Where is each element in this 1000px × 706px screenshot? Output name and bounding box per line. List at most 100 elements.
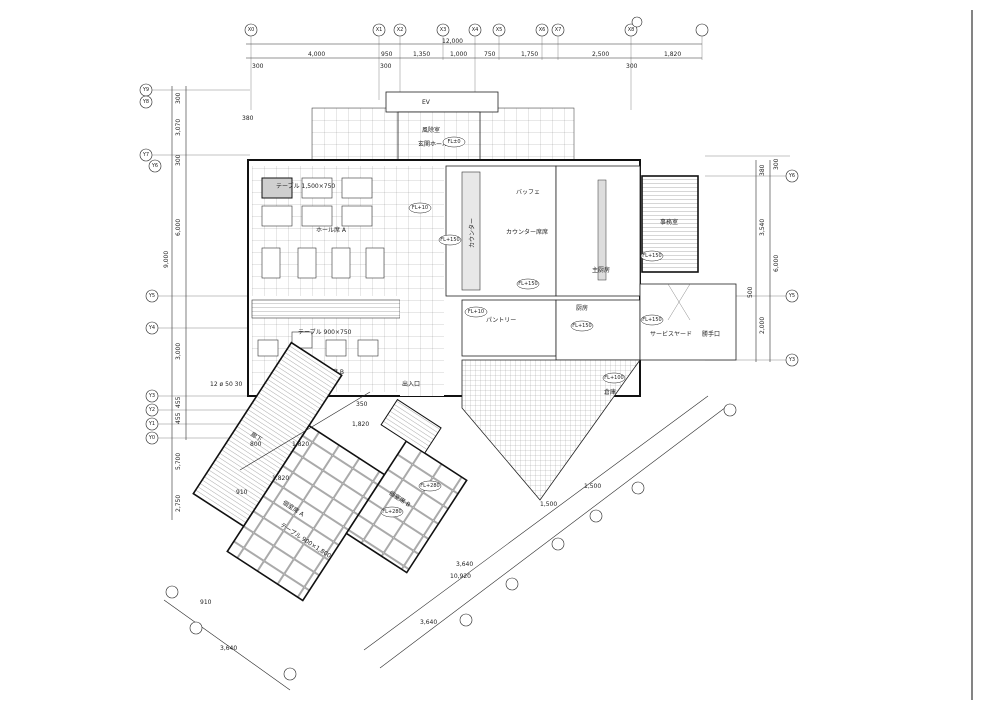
dim-left-small-2: 455: [175, 396, 182, 408]
hall-a-tables: [261, 177, 385, 279]
left-grid-axes: Y9 Y8 Y7 Y6 Y5 Y4 Y3 Y2 Y1 Y0: [139, 83, 162, 445]
level-tag: FL+150: [640, 314, 664, 326]
level-tag: FL+150: [516, 278, 540, 290]
dim-diag-6: 10,920: [450, 573, 471, 580]
grid-bubble-label: Y8: [142, 99, 149, 105]
grid-bubble-label: Y3: [788, 357, 795, 363]
dim-top-small-0: 300: [252, 63, 264, 70]
dim-left-small-1: 300: [175, 154, 182, 166]
private-room-b: [345, 440, 468, 574]
grid-bubble-label: Y6: [788, 173, 795, 179]
diagonal-dimensions: 1,820 1,820 1,820 1,500 1,500 3,640 10,9…: [163, 391, 737, 691]
wc-core-floor: [461, 359, 641, 501]
dim-left-small-3: 455: [175, 412, 182, 424]
dim-right-1: 6,000: [773, 255, 780, 272]
grid-bubble-label: X6: [539, 27, 546, 33]
counter-bar: [461, 171, 481, 291]
grid-bubble-label: X2: [397, 27, 404, 33]
grid-bubble-y8: Y8: [139, 95, 153, 109]
dim-diag-2: 1,820: [352, 421, 369, 428]
grid-bubble-x1: X1: [372, 23, 386, 37]
kitchen-room: [555, 299, 641, 361]
label-mark-0: 12 ø 50 30: [210, 381, 242, 388]
grid-bubble-label: X3: [440, 27, 447, 33]
dim-diag-7: 3,640: [420, 619, 437, 626]
dim-right-small-1: 300: [773, 158, 780, 170]
grid-bubble-label: X4: [472, 27, 479, 33]
grid-bubble-x2: X2: [393, 23, 407, 37]
level-tag-text: FL+280: [420, 483, 439, 489]
grid-bubble-x8b: [631, 16, 643, 28]
grid-bubble-x0: X0: [244, 23, 258, 37]
label-main-kitchen: 主厨房: [592, 266, 610, 274]
dim-right-2: 2,000: [759, 317, 766, 334]
dim-left-0: 3,070: [175, 119, 182, 136]
grid-bubble-x3: X3: [436, 23, 450, 37]
dim-top-1: 950: [381, 51, 393, 58]
dim-diag-10: 910: [236, 489, 248, 496]
label-office: 事務室: [660, 218, 678, 226]
grid-bubble-y5: Y5: [145, 289, 159, 303]
dim-left-overall: 9,000: [163, 251, 170, 268]
grid-bubble-x4: X4: [468, 23, 482, 37]
entrance-vestibule: [397, 111, 481, 161]
label-staff-door: 勝手口: [702, 330, 720, 338]
label-storage: 倉庫: [604, 388, 616, 396]
hall-b-tables: [257, 331, 379, 357]
dim-top-4: 750: [484, 51, 496, 58]
level-tag: FL+10: [408, 202, 432, 214]
level-tag: FL+10: [464, 306, 488, 318]
label-table-hall-a: テーブル 1,500×750: [276, 182, 335, 190]
dim-top-small-1: 300: [380, 63, 392, 70]
dim-top-3: 1,000: [450, 51, 467, 58]
grid-bubble-label: Y0: [148, 435, 155, 441]
grid-bubble-x7: X7: [551, 23, 565, 37]
grid-bubble-label: X8: [628, 27, 635, 33]
dim-diag-9: 910: [200, 599, 212, 606]
grid-bubble-y9: Y9: [139, 83, 153, 97]
wing-stair: [380, 398, 442, 454]
label-entrance-hall: 玄関ホール: [418, 140, 448, 148]
level-tag: FL±0: [442, 136, 466, 148]
label-hall-a: ホール席 A: [316, 226, 347, 234]
grid-bubble-x-end: [695, 23, 709, 37]
label-buffet: バッフェ: [516, 189, 540, 196]
dim-left-1: 6,000: [175, 219, 182, 236]
label-mark-1: EV: [422, 99, 431, 106]
level-tag-text: FL+10: [412, 205, 428, 211]
dim-top-7: 1,820: [664, 51, 681, 58]
dim-top-2: 1,350: [413, 51, 430, 58]
label-counter: カウンター: [468, 218, 476, 248]
grid-bubble-diag-7: [165, 585, 179, 599]
grid-bubble-diag-3: [551, 537, 565, 551]
dim-right-small-2: 500: [747, 286, 754, 298]
label-entrance: 風除室: [422, 126, 440, 134]
grid-bubble-y7: Y7: [139, 148, 153, 162]
dim-diag-0: 1,820: [292, 441, 309, 448]
level-tag-text: FL+150: [518, 281, 537, 287]
level-tag-text: FL+150: [642, 253, 661, 259]
level-tag-text: FL+280: [382, 509, 401, 515]
rotated-wing: 廊下 個室席 A テーブル 900×1,800 個室席 B: [192, 341, 468, 602]
grid-bubble-diag-9: [283, 667, 297, 681]
grid-bubble-label: Y4: [148, 325, 155, 331]
level-tag-text: FL+100: [604, 375, 623, 381]
dim-left-4: 2,750: [175, 495, 182, 512]
hall-b-bench: [251, 299, 401, 319]
dim-left-small-0: 300: [175, 92, 182, 104]
dim-diag-12: 350: [356, 401, 368, 408]
grid-bubble-y0: Y0: [145, 431, 159, 445]
grid-bubble-right-y6: Y6: [785, 169, 799, 183]
grid-bubble-y1: Y1: [145, 417, 159, 431]
level-tag: FL+280: [418, 480, 442, 492]
dim-diag-4: 1,500: [540, 501, 557, 508]
grid-bubble-y3: Y3: [145, 389, 159, 403]
dim-right-0: 3,540: [759, 219, 766, 236]
grid-bubble-right-y5: Y5: [785, 289, 799, 303]
grid-bubble-label: Y7: [142, 152, 149, 158]
private-room-a: [226, 424, 386, 602]
grid-bubble-y4: Y4: [145, 321, 159, 335]
label-service-yard: サービスヤード: [650, 330, 692, 338]
grid-bubble-label: Y6: [151, 163, 158, 169]
